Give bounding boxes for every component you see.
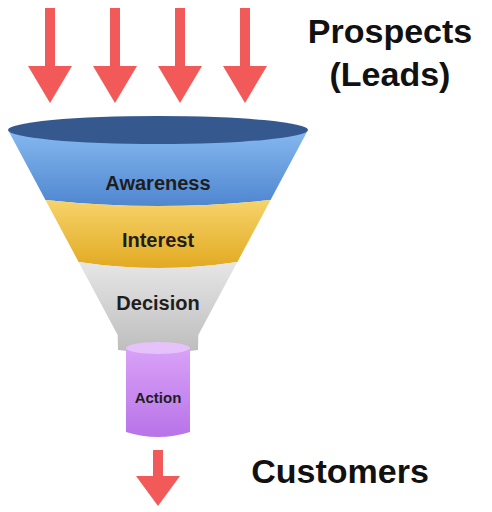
funnel-band: Interest [0, 195, 316, 270]
customer-arrow [136, 450, 180, 506]
stage-label: Awareness [0, 171, 316, 195]
output-label: Customers [200, 450, 480, 493]
stage-label: Decision [0, 291, 316, 315]
stage-label: Interest [0, 228, 316, 252]
funnel-band: Awareness [0, 110, 316, 210]
stage-label: Action [126, 389, 190, 407]
band-rim [8, 116, 308, 144]
prospect-arrows [28, 8, 267, 103]
band-rim [126, 342, 190, 354]
band-shape [0, 110, 316, 210]
funnel-band: Action [126, 340, 190, 444]
band-fill [126, 348, 190, 437]
input-label: Prospects (Leads) [292, 10, 488, 95]
